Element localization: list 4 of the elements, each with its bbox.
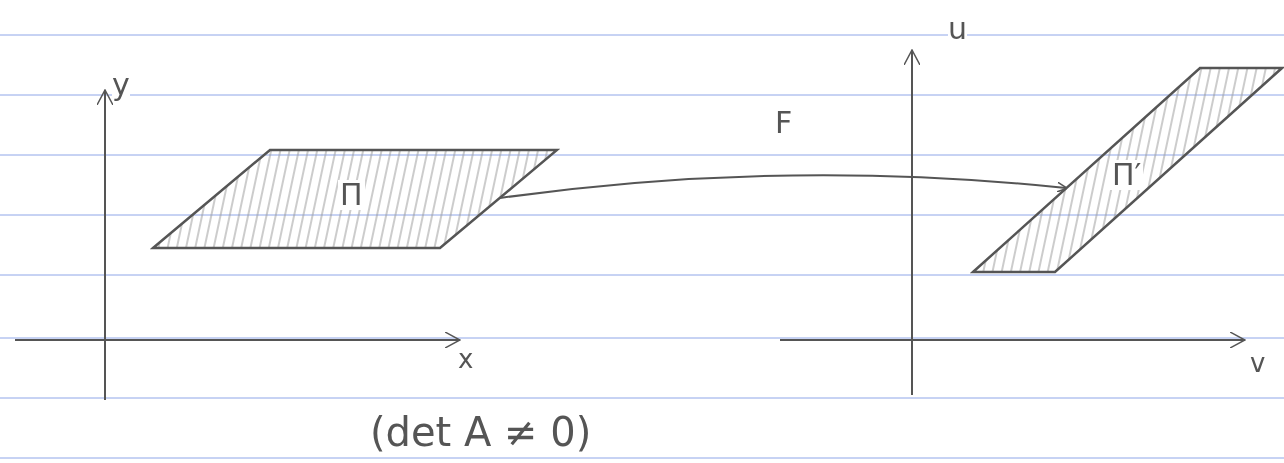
- hatched-parallelogram: [150, 148, 560, 251]
- region-label: Π′: [1110, 160, 1144, 190]
- region-label: Π: [338, 180, 365, 210]
- hatched-parallelogram: [970, 65, 1284, 275]
